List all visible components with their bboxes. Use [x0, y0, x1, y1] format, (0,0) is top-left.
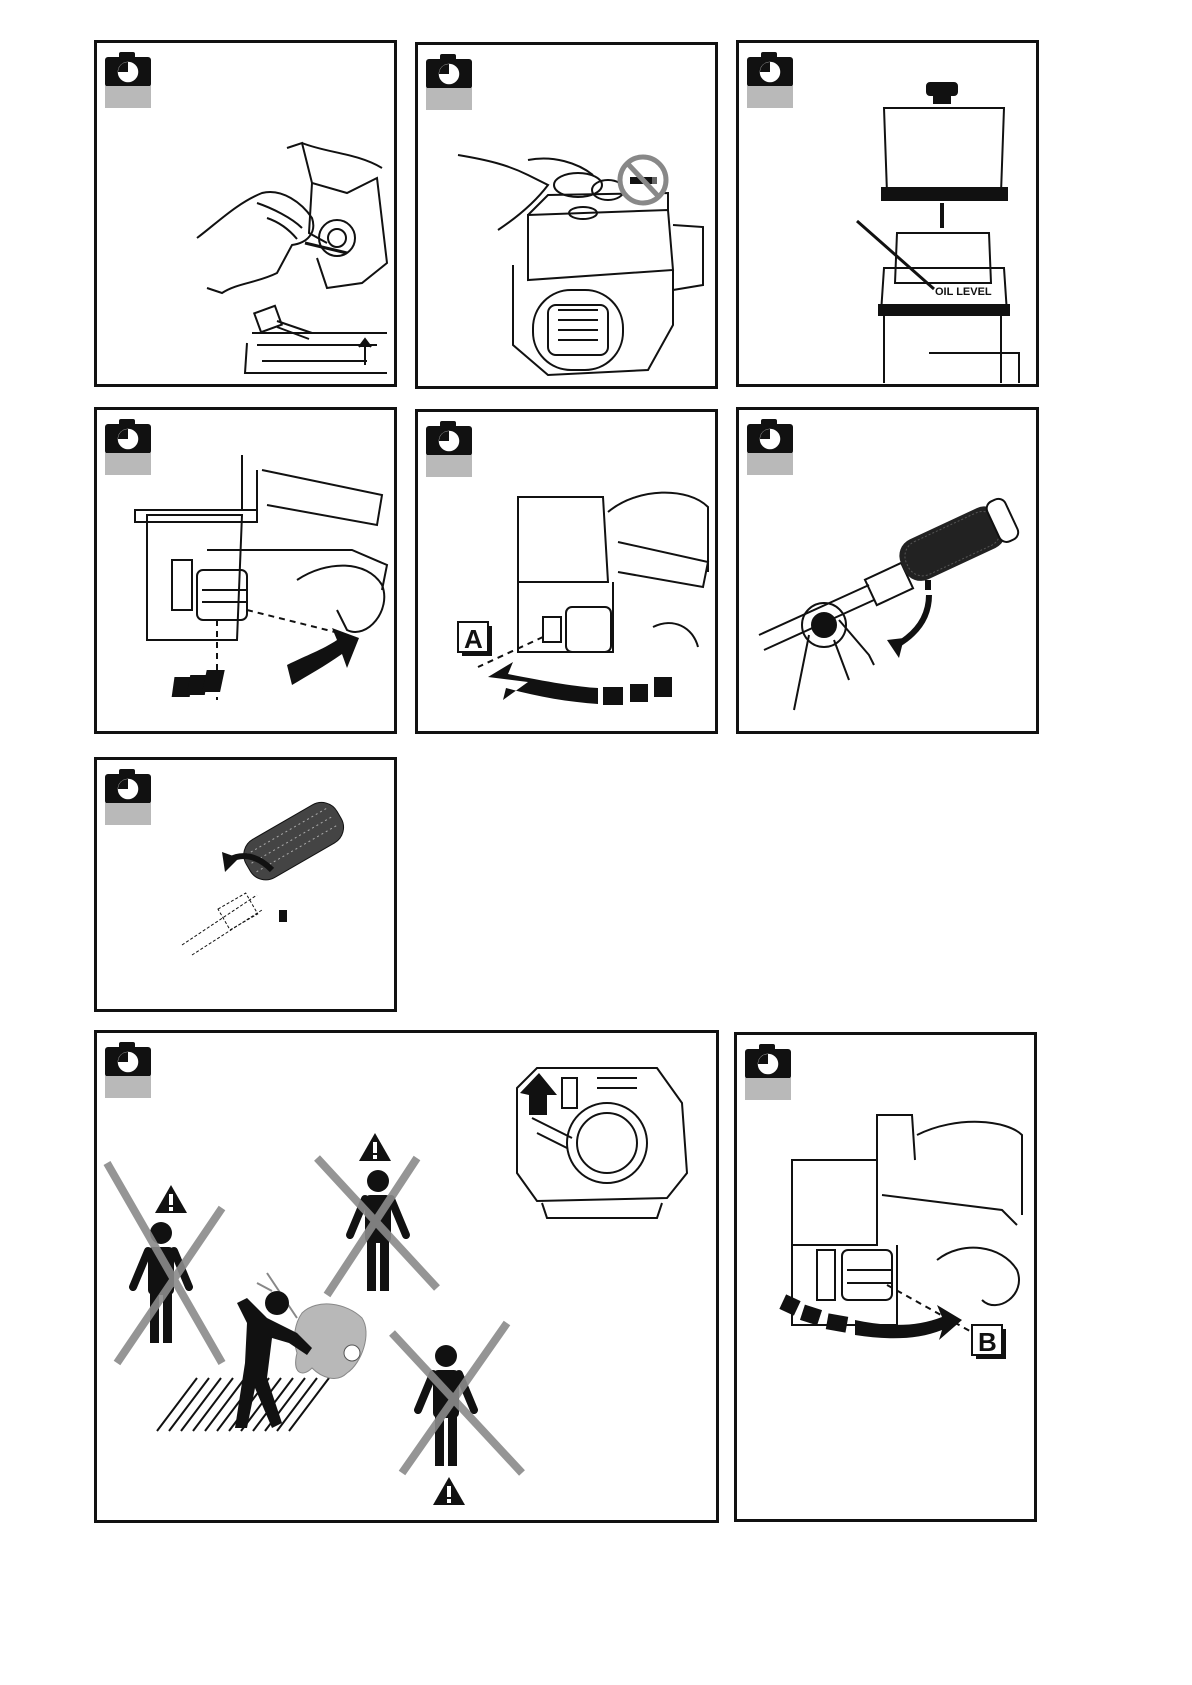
marker-b-label: B: [978, 1327, 997, 1357]
tiller-machine: [295, 1304, 367, 1379]
panel-choke-b: B: [734, 1032, 1037, 1522]
rotate-arrow-left-icon: [488, 662, 672, 705]
panel-fuel-fill: [415, 42, 718, 389]
marker-a-label: A: [464, 624, 483, 654]
oil-check-illustration: [97, 43, 394, 384]
panel-oil-check: [94, 40, 397, 387]
choke-a-illustration: A: [418, 412, 715, 731]
bystander-person-icon-middle: [317, 1133, 437, 1295]
bystander-person-icon-left: [107, 1163, 222, 1363]
panel-choke-a: A: [415, 409, 718, 734]
panel-choke-open: [94, 407, 397, 734]
no-smoking-icon: [620, 157, 666, 203]
air-filter-illustration: OIL LEVEL: [739, 43, 1036, 384]
rotate-arrow-icon: [172, 628, 359, 697]
rotate-arrow-icon: [779, 1294, 962, 1340]
panel-air-filter: OIL LEVEL: [736, 40, 1039, 387]
throttle-back-illustration: [97, 760, 394, 1009]
marker-a: A: [458, 622, 492, 656]
start-safety-illustration: [97, 1033, 716, 1520]
throttle-forward-illustration: [739, 410, 1036, 731]
fuel-fill-illustration: [418, 45, 715, 386]
panel-throttle-forward: [736, 407, 1039, 734]
panel-start-safety: [94, 1030, 719, 1523]
oil-level-label: OIL LEVEL: [935, 286, 992, 298]
bystander-person-icon-right: [392, 1323, 522, 1505]
choke-b-illustration: B: [737, 1035, 1034, 1519]
marker-b: B: [972, 1325, 1006, 1359]
choke-lever-illustration: [97, 410, 394, 731]
panel-throttle-back: [94, 757, 397, 1012]
rotate-arrow-icon: [887, 580, 931, 658]
